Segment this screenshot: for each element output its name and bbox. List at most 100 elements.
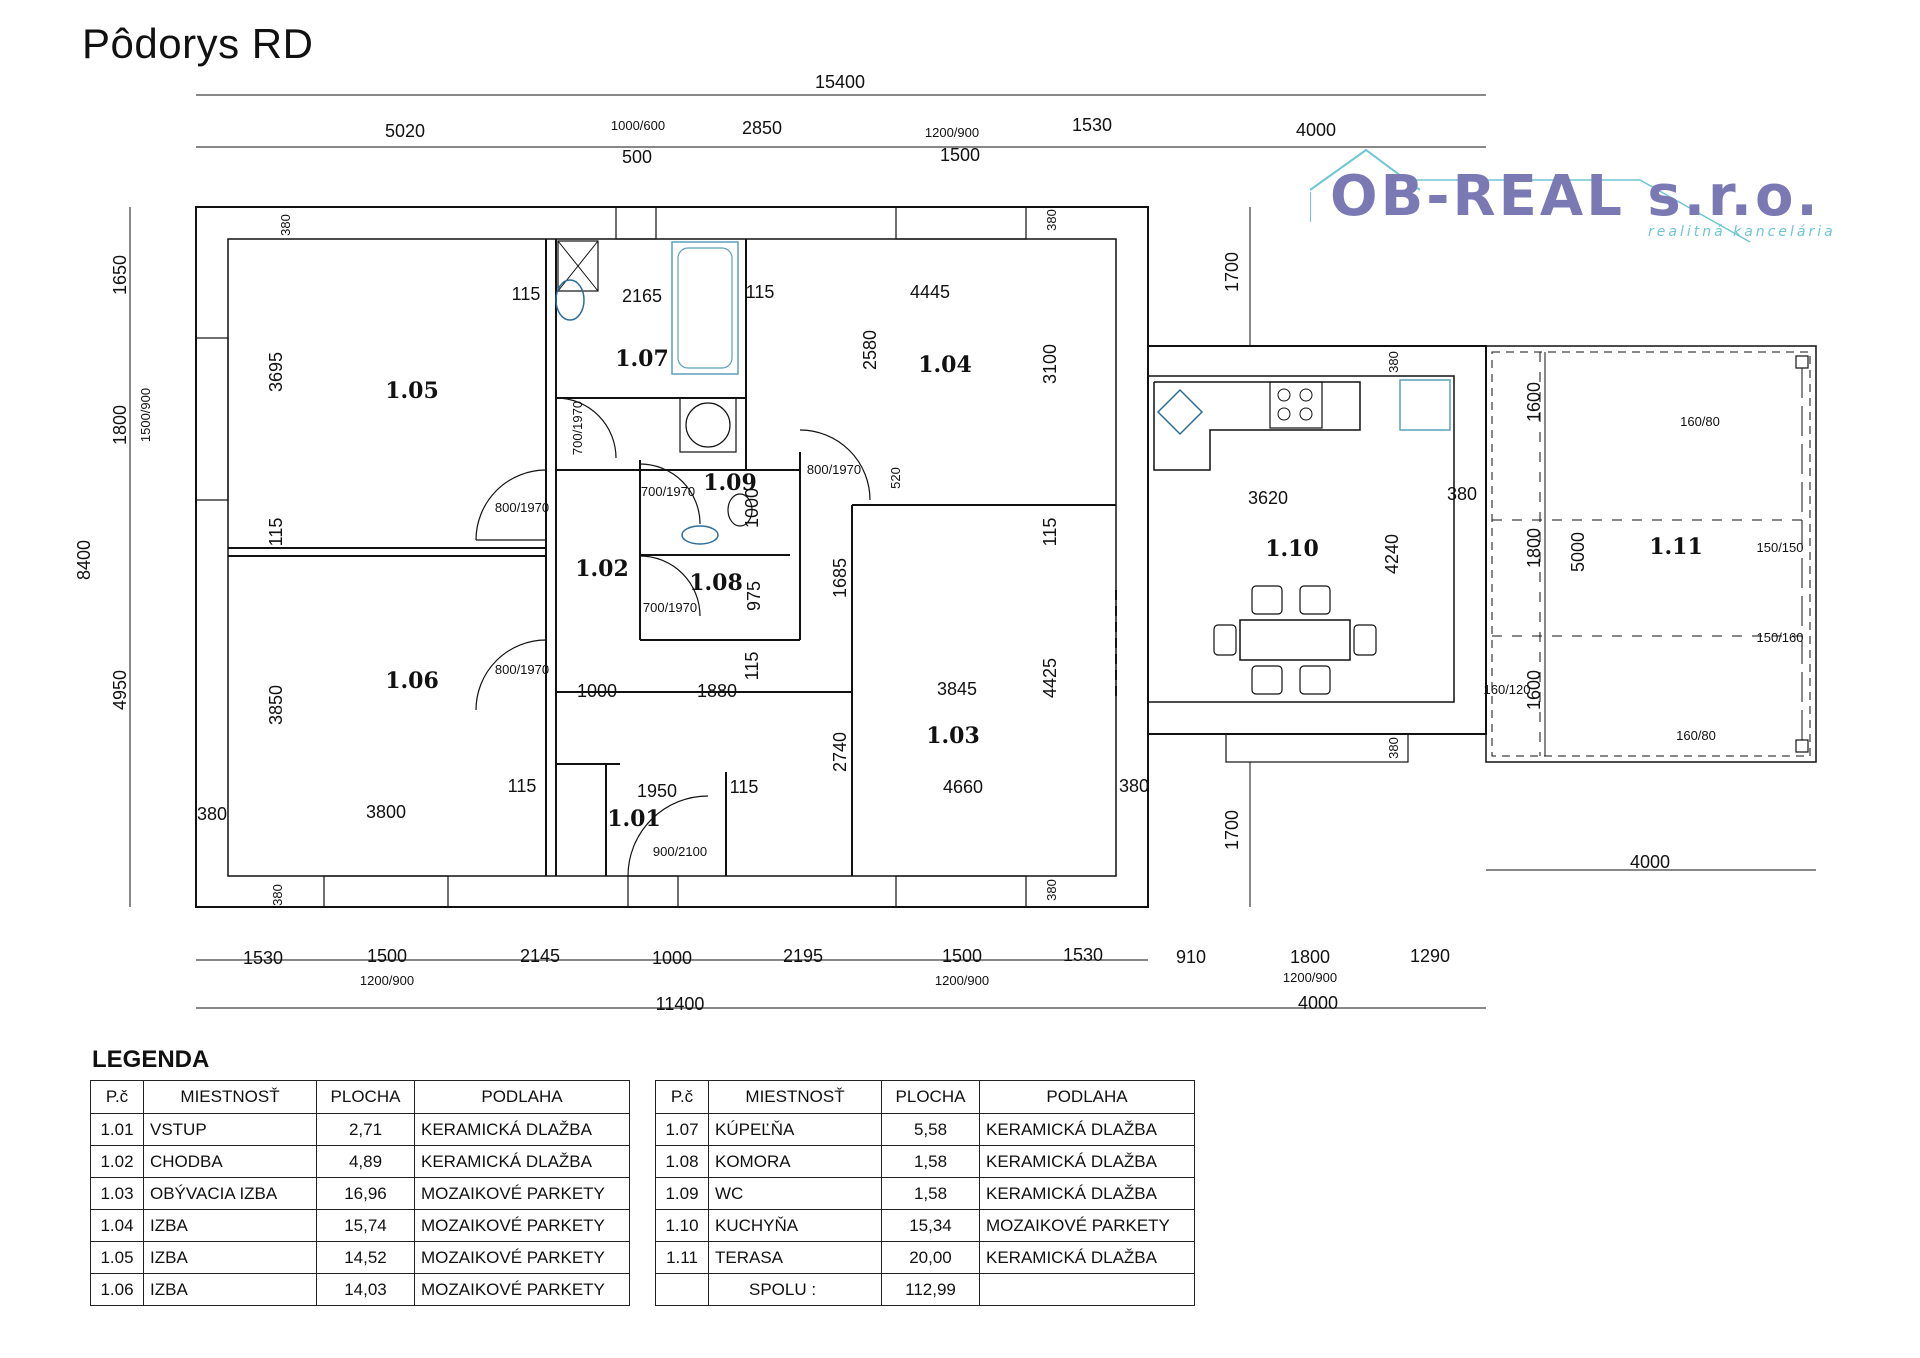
room-1-06: 1.06 (385, 668, 439, 694)
cell-room: KÚPEĽŇA (708, 1113, 882, 1146)
dim-wall-115-a: 115 (512, 284, 541, 304)
dim-bottom-4: 1000 (652, 948, 692, 968)
cell-floor: MOZAIKOVÉ PARKETY (414, 1273, 630, 1306)
dim-terrace-total-v: 5000 (1568, 532, 1588, 572)
dim-room-101-w: 1950 (637, 781, 677, 801)
header-number: P.č (90, 1080, 144, 1114)
cell-number: 1.05 (90, 1241, 144, 1274)
room-1-10: 1.10 (1265, 536, 1319, 562)
cell-number: 1.06 (90, 1273, 144, 1306)
logo-tagline: realitná kancelária (1648, 224, 1836, 240)
company-logo: OB-REAL s.r.o. realitná kancelária (1310, 142, 1910, 252)
window-label-top-2: 1200/900 (925, 125, 979, 140)
cell-floor: MOZAIKOVÉ PARKETY (979, 1209, 1195, 1242)
cell-area: 20,00 (881, 1241, 980, 1274)
header-floor: PODLAHA (414, 1080, 630, 1114)
terrace-label-3: 150/150 (1757, 540, 1804, 555)
dim-room-103-h1: 1685 (830, 558, 850, 598)
dim-wall-380-i: 380 (1119, 776, 1149, 796)
cell-area: 4,89 (316, 1145, 415, 1178)
dim-room-104-h1: 2580 (860, 330, 880, 370)
dim-wall-380-a: 380 (278, 214, 293, 236)
dim-wall-115-g: 115 (730, 777, 759, 797)
cell-number: 1.01 (90, 1113, 144, 1146)
cell-floor: KERAMICKÁ DLAŽBA (979, 1177, 1195, 1210)
cell-number: 1.10 (655, 1209, 709, 1242)
dim-room-102-a: 1000 (577, 681, 617, 701)
cell-floor: KERAMICKÁ DLAŽBA (979, 1241, 1195, 1274)
window-label-left: 1500/900 (138, 388, 153, 442)
dim-wall-115-f: 115 (508, 776, 537, 796)
cell-total-area: 112,99 (881, 1273, 980, 1306)
dim-room-102-b: 1880 (697, 681, 737, 701)
dim-bottom-8: 910 (1176, 947, 1206, 967)
cell-area: 5,58 (881, 1113, 980, 1146)
cell-floor: MOZAIKOVÉ PARKETY (414, 1241, 630, 1274)
dim-room-103-h3: 4425 (1040, 658, 1060, 698)
dim-left-1: 1650 (110, 255, 130, 295)
dim-kitchen-offset-bottom: 1700 (1222, 810, 1242, 850)
terrace-label-4: 150/160 (1757, 630, 1804, 645)
dim-room-105-h: 3695 (266, 352, 286, 392)
dim-left-3: 4950 (110, 670, 130, 710)
room-numbers: 1.07 1.05 1.04 1.09 1.02 1.08 1.06 1.03 … (385, 346, 1703, 832)
dim-top-2: 2850 (742, 118, 782, 138)
dim-left-total: 8400 (74, 540, 94, 580)
dim-terrace-total: 4000 (1630, 852, 1670, 872)
dim-top-total: 15400 (815, 72, 865, 92)
cell-floor: MOZAIKOVÉ PARKETY (414, 1209, 630, 1242)
terrace-label-2: 160/80 (1676, 728, 1716, 743)
dim-top-sub-1: 500 (622, 147, 652, 167)
dim-room-110-h: 4240 (1382, 534, 1402, 574)
dim-bottom-total-left: 11400 (656, 994, 705, 1014)
door-label-106: 800/1970 (495, 662, 549, 677)
door-labels: 700/1970 800/1970 700/1970 700/1970 800/… (495, 401, 861, 859)
cell-number: 1.02 (90, 1145, 144, 1178)
floor-plan: 15400 5020 2850 1530 4000 500 1500 1000/… (74, 72, 1817, 1014)
room-1-02: 1.02 (575, 556, 629, 582)
cell-total-label: SPOLU : (708, 1273, 882, 1306)
terrace-label-5: 160/120 (1484, 682, 1531, 697)
dim-wall-380-c: 380 (1386, 351, 1401, 373)
cell-area: 2,71 (316, 1113, 415, 1146)
cell-area: 14,52 (316, 1241, 415, 1274)
cell-number: 1.07 (655, 1113, 709, 1146)
dim-room-103-w1: 3845 (937, 679, 977, 699)
dim-wall-380-e: 380 (1386, 737, 1401, 759)
window-label-bottom-2: 1200/900 (935, 973, 989, 988)
cell-number: 1.04 (90, 1209, 144, 1242)
room-1-05: 1.05 (385, 378, 439, 404)
cell-number: 1.08 (655, 1145, 709, 1178)
cell-area: 15,34 (881, 1209, 980, 1242)
page-title: Pôdorys RD (82, 20, 314, 67)
cell-room: KOMORA (708, 1145, 882, 1178)
dim-wall-380-f: 380 (197, 804, 227, 824)
door-label-104: 800/1970 (807, 462, 861, 477)
door-label-105: 800/1970 (495, 500, 549, 515)
dim-bottom-2: 1500 (367, 946, 407, 966)
dim-top-1: 5020 (385, 121, 425, 141)
cell-floor: MOZAIKOVÉ PARKETY (414, 1177, 630, 1210)
logo-name: OB-REAL s.r.o. (1330, 164, 1821, 229)
cell-room: CHODBA (143, 1145, 317, 1178)
legend-total-row: SPOLU :112,99 (655, 1273, 1195, 1306)
dim-wall-115-e: 115 (742, 652, 762, 681)
dim-room-110-w: 3620 (1248, 488, 1288, 508)
building-walls (195, 206, 1817, 908)
cell-room: WC (708, 1177, 882, 1210)
header-area: PLOCHA (316, 1080, 415, 1114)
door-label-107: 700/1970 (570, 401, 585, 455)
dim-bottom-10: 1290 (1410, 946, 1450, 966)
room-1-09: 1.09 (703, 470, 757, 496)
cell-number: 1.09 (655, 1177, 709, 1210)
cell-area: 16,96 (316, 1177, 415, 1210)
dim-wall-115-c: 115 (266, 518, 286, 547)
dim-wall-115-b: 115 (746, 282, 775, 302)
dim-975: 975 (744, 581, 764, 611)
cell-area: 1,58 (881, 1145, 980, 1178)
